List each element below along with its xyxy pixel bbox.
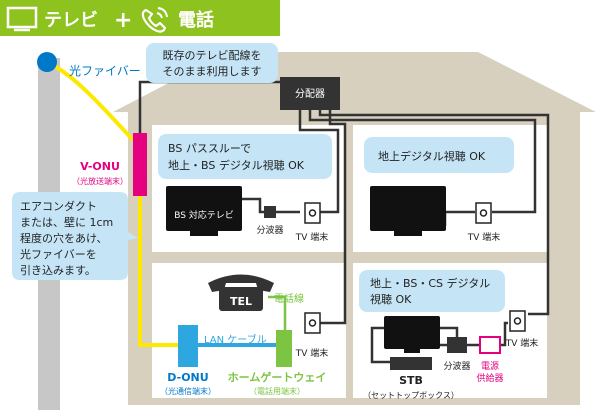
terminal-br-label: TV 端末 bbox=[505, 337, 539, 349]
phone-cable bbox=[268, 295, 287, 330]
stb-sub: （セットトップボックス） bbox=[363, 391, 459, 400]
callout-bs-cs bbox=[359, 270, 505, 312]
header-phone-label: 電話 bbox=[178, 9, 214, 31]
home-gateway-sub: （電話用端末） bbox=[249, 386, 305, 396]
phone-icon bbox=[141, 7, 168, 33]
home-gateway-label: ホームゲートウェイ bbox=[228, 370, 327, 384]
home-gateway-device bbox=[276, 330, 292, 367]
v-onu-sub: （光放送端末） bbox=[72, 176, 128, 186]
stb-device bbox=[390, 357, 432, 370]
note-line1: エアコンダクト bbox=[20, 199, 97, 213]
note-line3: 程度の穴をあけ、 bbox=[20, 231, 107, 245]
terminal-tr-label: TV 端末 bbox=[467, 231, 501, 243]
note-line5: 引き込みます。 bbox=[20, 263, 96, 277]
bs-tv-label: BS 対応テレビ bbox=[174, 209, 234, 221]
callout-fiber-entry bbox=[12, 192, 138, 280]
main-splitter bbox=[280, 77, 340, 110]
lan-label: LAN ケーブル bbox=[204, 333, 267, 346]
fiber-label: 光ファイバー bbox=[69, 64, 141, 78]
tv-icon bbox=[384, 316, 440, 353]
note-line2: または、壁に 1cm bbox=[20, 215, 113, 229]
phone-line-label: 電話線 bbox=[274, 292, 304, 305]
header-tv-label: テレビ bbox=[44, 10, 98, 31]
tv-icon bbox=[166, 186, 242, 236]
power-label-line2: 供給器 bbox=[476, 372, 503, 384]
splitter-br-label: 分波器 bbox=[443, 360, 470, 372]
splitter-tl-label: 分波器 bbox=[256, 224, 283, 236]
v-onu-label: V-ONU bbox=[80, 160, 120, 173]
splitter-br bbox=[447, 337, 467, 353]
callout-br-line1: 地上・BS・CS デジタル bbox=[370, 276, 490, 290]
telephone-icon bbox=[208, 274, 274, 311]
tv-icon bbox=[370, 186, 446, 236]
callout-existing-line1: 既存のテレビ配線を bbox=[163, 48, 262, 62]
terminal-bl-label: TV 端末 bbox=[295, 347, 329, 359]
callout-terrestrial bbox=[364, 137, 514, 173]
splitter-tl bbox=[264, 206, 276, 218]
callout-tl-line1: BS パススルーで bbox=[168, 142, 251, 155]
tel-label: TEL bbox=[230, 295, 252, 308]
callout-tr-line1: 地上デジタル視聴 OK bbox=[378, 149, 486, 163]
v-onu-device bbox=[133, 133, 147, 196]
d-onu-device bbox=[178, 325, 198, 367]
main-splitter-label: 分配器 bbox=[295, 88, 325, 100]
callout-existing-line2: そのまま利用します bbox=[163, 65, 262, 78]
fiber-node bbox=[37, 52, 57, 72]
note-line4: 光ファイバーを bbox=[20, 247, 97, 261]
d-onu-sub: （光通信端末） bbox=[160, 386, 216, 396]
stb-label: STB bbox=[399, 374, 423, 387]
tv-terminal-tl bbox=[304, 202, 321, 224]
callout-existing-wiring bbox=[146, 43, 278, 83]
fiber-line bbox=[46, 60, 180, 347]
tv-terminal-tr bbox=[475, 202, 492, 224]
tv-terminal-bl bbox=[304, 312, 321, 334]
power-label-line1: 電源 bbox=[481, 361, 499, 372]
terminal-tl-label: TV 端末 bbox=[295, 231, 329, 243]
callout-bs-passthrough bbox=[158, 134, 332, 179]
power-supply-device bbox=[479, 336, 501, 354]
header-bar bbox=[0, 0, 280, 36]
header-plus: + bbox=[114, 8, 132, 33]
tv-icon bbox=[6, 6, 38, 32]
tv-terminal-br bbox=[509, 310, 526, 332]
d-onu-label: D-ONU bbox=[167, 371, 208, 384]
callout-br-line2: 視聴 OK bbox=[370, 292, 412, 306]
callout-tl-line2: 地上・BS デジタル視聴 OK bbox=[168, 158, 305, 172]
